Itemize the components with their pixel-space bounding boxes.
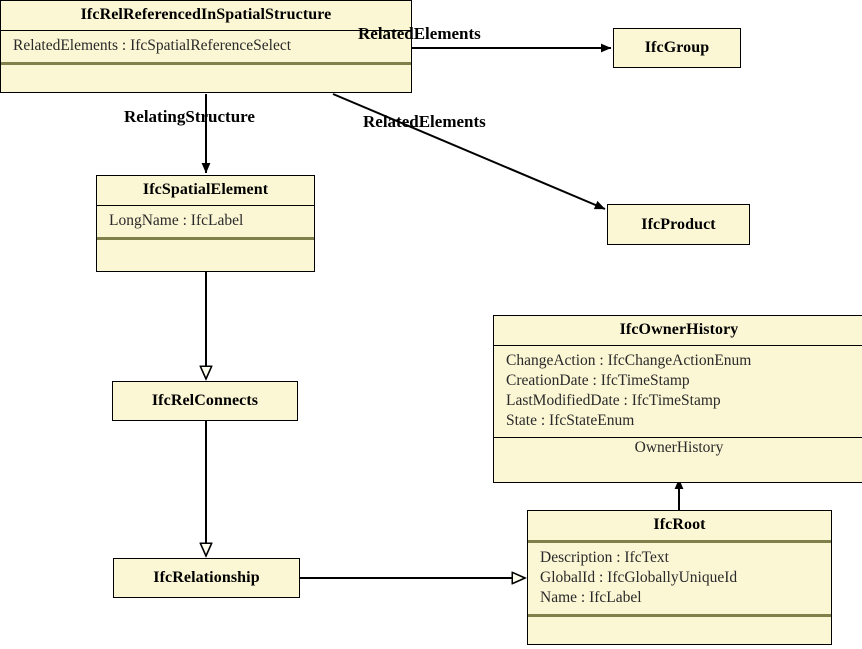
class-box-ifcroot[interactable]: IfcRoot Description : IfcText GlobalId :… xyxy=(527,510,832,645)
attribute-row: LongName : IfcLabel xyxy=(109,211,244,229)
class-title-ifcroot: IfcRoot xyxy=(528,511,831,543)
class-box-ifcrelconnects[interactable]: IfcRelConnects xyxy=(112,381,298,421)
class-box-ifcrelationship[interactable]: IfcRelationship xyxy=(113,558,300,598)
edge-label-related-elements-group: RelatedElements xyxy=(358,24,481,43)
attribute-row: LastModifiedDate : IfcTimeStamp xyxy=(506,392,721,410)
class-box-ifcproduct[interactable]: IfcProduct xyxy=(607,204,750,245)
class-footer-ifcownerhistory: OwnerHistory xyxy=(634,439,724,457)
attribute-row: GlobalId : IfcGloballyUniqueId xyxy=(540,569,738,587)
class-box-ifcspatialelement[interactable]: IfcSpatialElement LongName : IfcLabel xyxy=(96,175,315,272)
class-attributes-ifcspatialelement: LongName : IfcLabel xyxy=(97,206,314,241)
class-attributes-ifcownerhistory: ChangeAction : IfcChangeActionEnum Creat… xyxy=(494,346,862,439)
class-attributes-ifcroot: Description : IfcText GlobalId : IfcGlob… xyxy=(528,543,831,618)
class-attributes-ifcrelreferencedinspatialstructure: RelatedElements : IfcSpatialReferenceSel… xyxy=(1,31,411,66)
edge-label-relating-structure: RelatingStructure xyxy=(124,107,255,126)
attribute-row: ChangeAction : IfcChangeActionEnum xyxy=(506,351,752,369)
attribute-row: Name : IfcLabel xyxy=(540,589,642,607)
class-title-ifcrelreferencedinspatialstructure: IfcRelReferencedInSpatialStructure xyxy=(1,1,411,31)
class-title-ifcrelconnects: IfcRelConnects xyxy=(151,392,259,410)
class-footer-ifcrelreferencedinspatialstructure xyxy=(1,65,411,92)
attribute-row: CreationDate : IfcTimeStamp xyxy=(506,372,690,390)
class-box-ifcgroup[interactable]: IfcGroup xyxy=(613,28,741,68)
class-title-ifcgroup: IfcGroup xyxy=(644,39,710,57)
class-title-ifcownerhistory: IfcOwnerHistory xyxy=(494,316,862,346)
attribute-row: State : IfcStateEnum xyxy=(506,412,635,430)
class-box-ifcrelreferencedinspatialstructure[interactable]: IfcRelReferencedInSpatialStructure Relat… xyxy=(0,0,412,93)
attribute-row: Description : IfcText xyxy=(540,548,669,566)
class-footer-ifcroot xyxy=(528,617,831,644)
class-footer-ifcspatialelement xyxy=(97,240,314,271)
class-title-ifcrelationship: IfcRelationship xyxy=(153,569,260,587)
attribute-row: RelatedElements : IfcSpatialReferenceSel… xyxy=(13,36,292,54)
class-title-ifcspatialelement: IfcSpatialElement xyxy=(97,176,314,206)
edge-label-related-elements-product: RelatedElements xyxy=(363,112,486,131)
edge-referenced-to-product xyxy=(332,93,606,210)
class-box-ifcownerhistory[interactable]: IfcOwnerHistory ChangeAction : IfcChange… xyxy=(493,315,862,483)
class-title-ifcproduct: IfcProduct xyxy=(641,215,716,233)
